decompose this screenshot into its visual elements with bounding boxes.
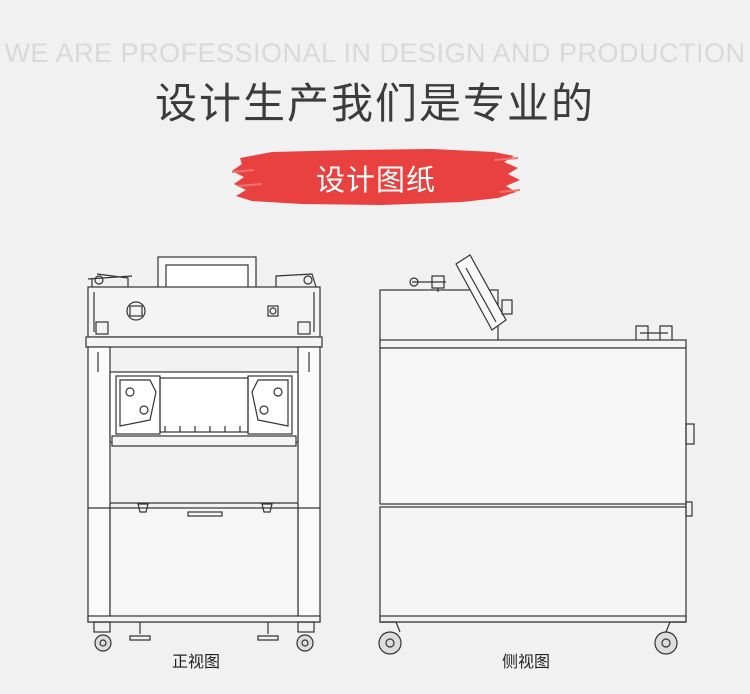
page-title: 设计生产我们是专业的	[154, 79, 595, 128]
technical-drawing	[85, 254, 695, 655]
front-view-drawing	[85, 256, 323, 652]
background-tagline: WE ARE PROFESSIONAL IN DESIGN AND PRODUC…	[4, 38, 746, 68]
side-view-caption: 侧视图	[502, 652, 551, 671]
section-banner: 设计图纸	[232, 146, 520, 208]
banner-label: 设计图纸	[315, 163, 436, 197]
brush-stroke-shape	[232, 149, 520, 205]
side-view-drawing	[378, 254, 695, 655]
front-view-caption: 正视图	[172, 652, 221, 671]
